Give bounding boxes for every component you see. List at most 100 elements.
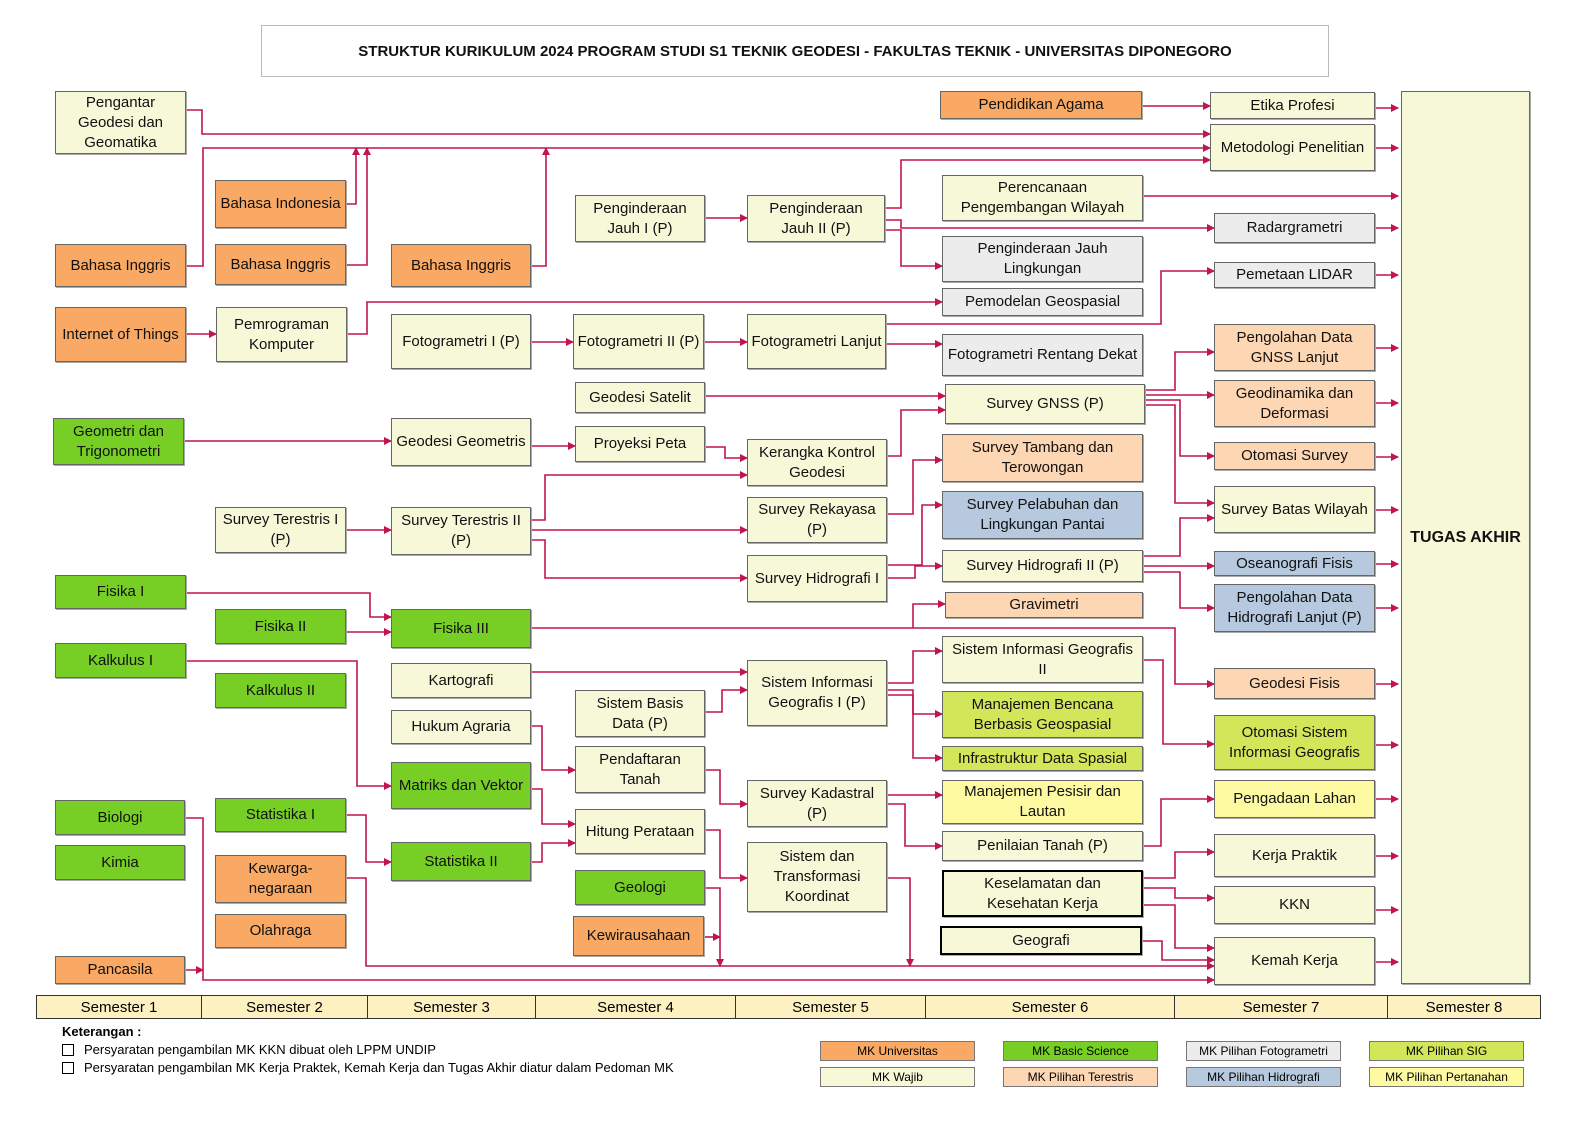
course-fotogrametri-rentang-dekat: Fotogrametri Rentang Dekat	[942, 334, 1143, 376]
notes: Keterangan : Persyaratan pengambilan MK …	[62, 1024, 674, 1075]
semester-label: Semester 3	[367, 995, 535, 1019]
prerequisite-arrow	[887, 877, 914, 967]
course-survey-pelabuhan-dan-lingkungan-pantai: Survey Pelabuhan dan Lingkungan Pantai	[942, 491, 1143, 539]
prerequisite-arrow	[531, 471, 748, 521]
course-survey-batas-wilayah: Survey Batas Wilayah	[1214, 486, 1375, 533]
course-hitung-perataan: Hitung Perataan	[575, 809, 705, 854]
prerequisite-arrow	[186, 109, 1211, 138]
prerequisite-arrow	[887, 694, 943, 762]
course-kemah-kerja: Kemah Kerja	[1214, 937, 1375, 985]
semester-label: Semester 2	[201, 995, 367, 1019]
prerequisite-arrow	[346, 877, 1215, 970]
course-pengadaan-lahan: Pengadaan Lahan	[1214, 780, 1375, 818]
prerequisite-arrow	[186, 660, 392, 790]
note-item: Persyaratan pengambilan MK Kerja Praktek…	[62, 1060, 674, 1075]
legend-mk-pilihan-terestris: MK Pilihan Terestris	[1003, 1067, 1158, 1087]
course-keselamatan-dan-kesehatan-kerja: Keselamatan dan Kesehatan Kerja	[942, 870, 1143, 917]
course-metodologi-penelitian: Metodologi Penelitian	[1210, 124, 1375, 171]
prerequisite-arrow	[1145, 399, 1215, 460]
prerequisite-arrow	[185, 817, 1215, 984]
course-penginderaan-jauh-lingkungan: Penginderaan Jauh Lingkungan	[942, 236, 1143, 282]
course-matriks-dan-vektor: Matriks dan Vektor	[391, 762, 531, 809]
course-pemetaan-lidar: Pemetaan LIDAR	[1214, 262, 1375, 288]
course-otomasi-survey: Otomasi Survey	[1214, 442, 1375, 470]
course-infrastruktur-data-spasial: Infrastruktur Data Spasial	[942, 746, 1143, 771]
prerequisite-arrow	[912, 600, 946, 628]
note-text: Persyaratan pengambilan MK KKN dibuat ol…	[84, 1042, 436, 1057]
course-geografi: Geografi	[940, 926, 1142, 955]
prerequisite-arrow	[1143, 887, 1215, 902]
course-geodinamika-dan-deformasi: Geodinamika dan Deformasi	[1214, 380, 1375, 427]
prerequisite-arrow	[346, 147, 360, 205]
prerequisite-arrow	[887, 456, 943, 515]
course-geodesi-fisis: Geodesi Fisis	[1214, 668, 1375, 699]
checkbox-icon	[62, 1061, 74, 1074]
course-olahraga: Olahraga	[215, 914, 346, 948]
note-item: Persyaratan pengambilan MK KKN dibuat ol…	[62, 1042, 674, 1057]
course-kewirausahaan: Kewirausahaan	[573, 916, 704, 956]
semester-label: Semester 8	[1387, 995, 1541, 1019]
prerequisite-arrow	[885, 229, 943, 270]
course-kerja-praktik: Kerja Praktik	[1214, 834, 1375, 877]
semester-label: Semester 1	[36, 995, 201, 1019]
legend-mk-basic-science: MK Basic Science	[1003, 1041, 1158, 1061]
course-otomasi-sistem-informasi-geografis: Otomasi Sistem Informasi Geografis	[1214, 715, 1375, 770]
course-manajemen-pesisir-dan-lautan: Manajemen Pesisir dan Lautan	[942, 780, 1143, 824]
notes-heading: Keterangan :	[62, 1024, 142, 1039]
course-sistem-informasi-geografis-ii: Sistem Informasi Geografis II	[942, 636, 1143, 683]
prerequisite-arrow	[1143, 795, 1215, 847]
course-proyeksi-peta: Proyeksi Peta	[575, 426, 705, 462]
prerequisite-arrow	[887, 689, 943, 718]
prerequisite-arrow	[705, 686, 748, 713]
course-tugas-akhir: TUGAS AKHIR	[1401, 91, 1530, 984]
checkbox-icon	[62, 1043, 74, 1056]
course-survey-hidrografi-i: Survey Hidrografi I	[747, 555, 887, 602]
course-survey-tambang-dan-terowongan: Survey Tambang dan Terowongan	[942, 434, 1143, 482]
prerequisite-arrow	[705, 829, 748, 882]
course-pemrograman-komputer: Pemrograman Komputer	[216, 307, 347, 362]
prerequisite-arrow	[887, 501, 943, 566]
course-geodesi-satelit: Geodesi Satelit	[575, 382, 705, 413]
course-kewarga-negaraan: Kewarga-negaraan	[215, 855, 346, 903]
course-statistika-i: Statistika I	[215, 798, 346, 832]
prerequisite-arrow	[885, 219, 1215, 232]
course-survey-kadastral-p: Survey Kadastral (P)	[747, 780, 887, 827]
legend-mk-pilihan-fotogrametri: MK Pilihan Fotogrametri	[1186, 1041, 1341, 1061]
course-kalkulus-i: Kalkulus I	[55, 643, 186, 678]
course-survey-gnss-p: Survey GNSS (P)	[945, 384, 1145, 424]
legend-mk-pilihan-pertanahan: MK Pilihan Pertanahan	[1369, 1067, 1524, 1087]
prerequisite-arrow	[346, 147, 371, 266]
prerequisite-arrow	[186, 144, 1211, 267]
course-pendaftaran-tanah: Pendaftaran Tanah	[575, 746, 705, 793]
course-survey-rekayasa-p: Survey Rekayasa (P)	[747, 497, 887, 543]
course-bahasa-indonesia: Bahasa Indonesia	[215, 180, 346, 228]
course-penilaian-tanah-p: Penilaian Tanah (P)	[942, 831, 1143, 861]
legend-mk-wajib: MK Wajib	[820, 1067, 975, 1087]
course-survey-terestris-i-p: Survey Terestris I (P)	[215, 507, 346, 553]
course-bahasa-inggris: Bahasa Inggris	[55, 244, 186, 287]
course-kalkulus-ii: Kalkulus II	[215, 673, 346, 708]
legend-mk-universitas: MK Universitas	[820, 1041, 975, 1061]
legend-mk-pilihan-hidrografi: MK Pilihan Hidrografi	[1186, 1067, 1341, 1087]
prerequisite-arrow	[1143, 514, 1215, 557]
prerequisite-arrow	[531, 147, 550, 267]
prerequisite-arrow	[1145, 404, 1215, 507]
course-fotogrametri-ii-p: Fotogrametri II (P)	[573, 314, 704, 369]
course-fisika-i: Fisika I	[55, 575, 186, 609]
course-statistika-ii: Statistika II	[391, 842, 531, 881]
course-kkn: KKN	[1214, 886, 1375, 924]
course-kartografi: Kartografi	[391, 663, 531, 698]
legend-mk-pilihan-sig: MK Pilihan SIG	[1369, 1041, 1524, 1061]
course-perencanaan-pengembangan-wilayah: Perencanaan Pengembangan Wilayah	[942, 175, 1143, 221]
course-fisika-iii: Fisika III	[391, 609, 531, 648]
course-biologi: Biologi	[55, 800, 185, 835]
course-sistem-dan-transformasi-koordinat: Sistem dan Transformasi Koordinat	[747, 842, 887, 912]
prerequisite-arrow	[1143, 904, 1215, 952]
prerequisite-arrow	[705, 887, 724, 967]
prerequisite-arrow	[531, 539, 748, 582]
prerequisite-arrow	[886, 267, 1215, 325]
course-bahasa-inggris: Bahasa Inggris	[215, 244, 346, 285]
course-survey-hidrografi-ii-p: Survey Hidrografi II (P)	[942, 550, 1143, 582]
course-etika-profesi: Etika Profesi	[1210, 92, 1375, 119]
